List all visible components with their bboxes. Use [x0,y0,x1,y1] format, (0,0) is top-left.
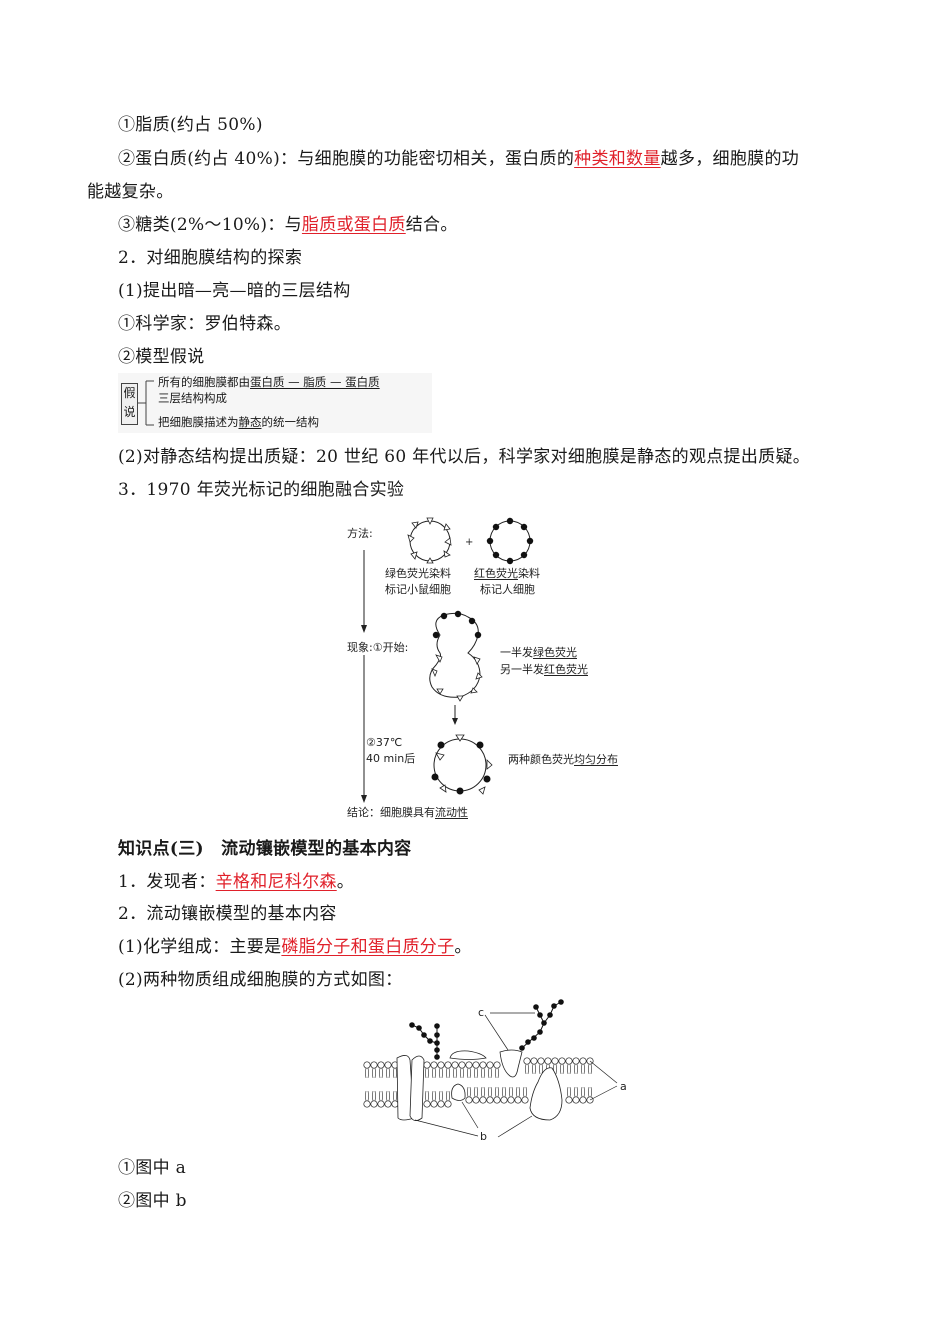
section3-heading: 3．1970 年荧光标记的细胞融合实验 [118,480,405,500]
svg-text:+: + [465,537,473,548]
mouse-cell-label-2: 标记小鼠细胞 [385,583,451,596]
sugar-line: ③糖类(2%～10%)：与脂质或蛋白质结合。 [118,214,458,236]
discoverer-line: 1．发现者：辛格和尼科尔森。 [118,872,355,892]
way-line: (2)两种物质组成细胞膜的方式如图： [118,970,403,990]
fusion-diagram-graphics: + [361,517,534,803]
section2-sub1: (1)提出暗—亮—暗的三层结构 [118,281,351,301]
protein-highlight: 种类和数量 [574,149,661,169]
hypothesis-line3: 把细胞膜描述为静态的统一结构 [158,415,319,429]
label-a: a [620,1080,627,1093]
scientist-line: ①科学家：罗伯特森。 [118,314,291,334]
discoverer-highlight: 辛格和尼科尔森 [215,872,337,892]
condition-time: 40 min后 [366,752,416,765]
item-b: ②图中 b [118,1191,187,1211]
half-red-label: 另一半发红色荧光 [500,663,588,676]
section2-heading: 2．对细胞膜结构的探索 [118,248,303,268]
hypothesis-line1: 所有的细胞膜都由蛋白质 — 脂质 — 蛋白质 [158,375,380,389]
membrane-graphics [363,999,618,1138]
sugar-text: ③糖类(2%～10%)：与 [118,215,302,235]
hypothesis-line2: 三层结构构成 [158,391,227,405]
human-cell-label-2: 标记人细胞 [480,583,535,596]
conclusion-label: 结论：细胞膜具有流动性 [347,806,468,819]
section2-sub2: (2)对静态结构提出质疑：20 世纪 60 年代以后，科学家对细胞膜是静态的观点… [118,447,811,467]
lipid-line: ①脂质(约占 50%) [118,115,263,135]
hypothesis-box: 假 说 [121,383,138,425]
sugar-highlight: 脂质或蛋白质 [301,215,406,235]
label-b: b [480,1130,487,1143]
content-heading: 2．流动镶嵌模型的基本内容 [118,904,337,924]
protein-line: ②蛋白质(约占 40%)：与细胞膜的功能密切相关，蛋白质的种类和数量越多，细胞膜… [118,148,799,170]
chem-highlight: 磷脂分子和蛋白质分子 [281,937,455,957]
chem-line: (1)化学组成：主要是磷脂分子和蛋白质分子。 [118,937,472,957]
sugar-suffix: 结合。 [405,215,458,235]
hypothesis-figure: 假 说 所有的细胞膜都由蛋白质 — 脂质 — 蛋白质 三层结构构成 把细胞膜描述… [118,373,432,433]
bracket-icon [138,380,154,426]
phenomenon-label: 现象:①开始: [347,641,409,654]
condition-temp: ②37℃ [366,736,403,749]
half-green-label: 一半发绿色荧光 [500,646,577,659]
result-label: 两种颜色荧光均匀分布 [508,753,618,766]
mouse-cell-label-1: 绿色荧光染料 [385,567,451,580]
protein-text: ②蛋白质(约占 40%)：与细胞膜的功能密切相关，蛋白质的 [118,149,575,169]
label-c: c [478,1006,485,1019]
item-a: ①图中 a [118,1158,187,1178]
protein-cont-line: 能越复杂。 [87,182,174,202]
method-label: 方法: [347,527,373,540]
protein-suffix: 越多，细胞膜的功 [660,149,800,169]
knowledge3-title: 知识点(三) 流动镶嵌模型的基本内容 [118,839,412,859]
model-line: ②模型假说 [118,347,205,367]
human-cell-label-1: 红色荧光染料 [474,567,540,580]
